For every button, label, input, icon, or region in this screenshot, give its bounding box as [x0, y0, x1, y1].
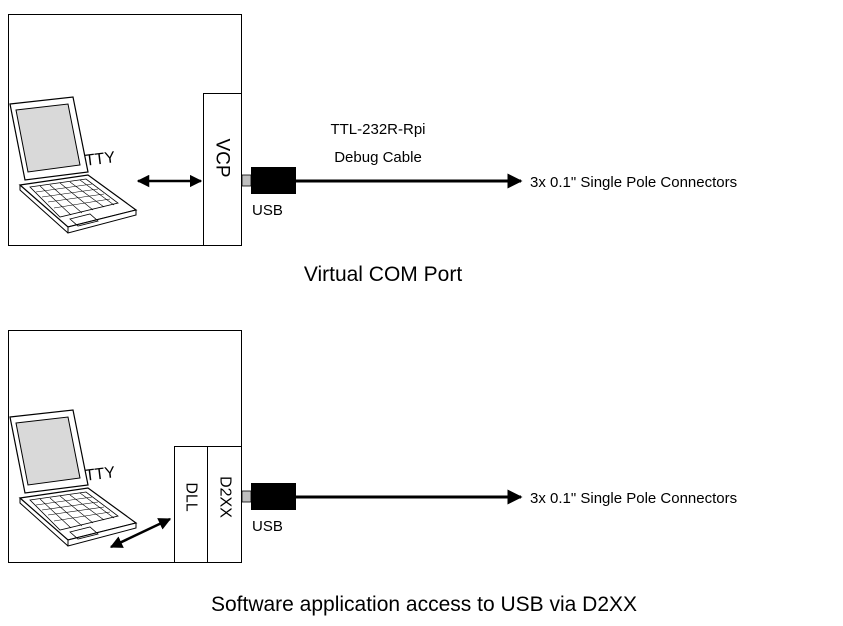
cable-description: Debug Cable [334, 149, 422, 166]
usb-label: USB [252, 518, 283, 535]
d2xx-box [207, 446, 242, 563]
caption-d2xx-access: Software application access to USB via D… [211, 593, 637, 616]
bottom-diagram: TTY DLL D2XX USB 3x 0.1" Single Pole Con… [8, 330, 737, 616]
usb-connector-tip [241, 490, 252, 503]
vcp-box [203, 93, 242, 246]
tty-label: TTY [84, 149, 116, 170]
tty-label: TTY [84, 464, 116, 485]
connector-label: 3x 0.1" Single Pole Connectors [530, 174, 737, 191]
usb-connector-tip [241, 174, 252, 187]
connector-label: 3x 0.1" Single Pole Connectors [530, 490, 737, 507]
cable-name: TTL-232R-Rpi [330, 121, 425, 138]
vcp-label: VCP [212, 138, 233, 177]
d2xx-label: D2XX [217, 476, 234, 518]
caption-virtual-com-port: Virtual COM Port [304, 263, 462, 286]
usb-label: USB [252, 202, 283, 219]
usb-plug [251, 483, 296, 510]
bidirectional-arrow [109, 517, 172, 549]
top-diagram: TTY VCP USB TTL-232R-Rpi Debug Cable 3x … [8, 14, 737, 286]
dll-label: DLL [183, 482, 200, 511]
usb-plug [251, 167, 296, 194]
